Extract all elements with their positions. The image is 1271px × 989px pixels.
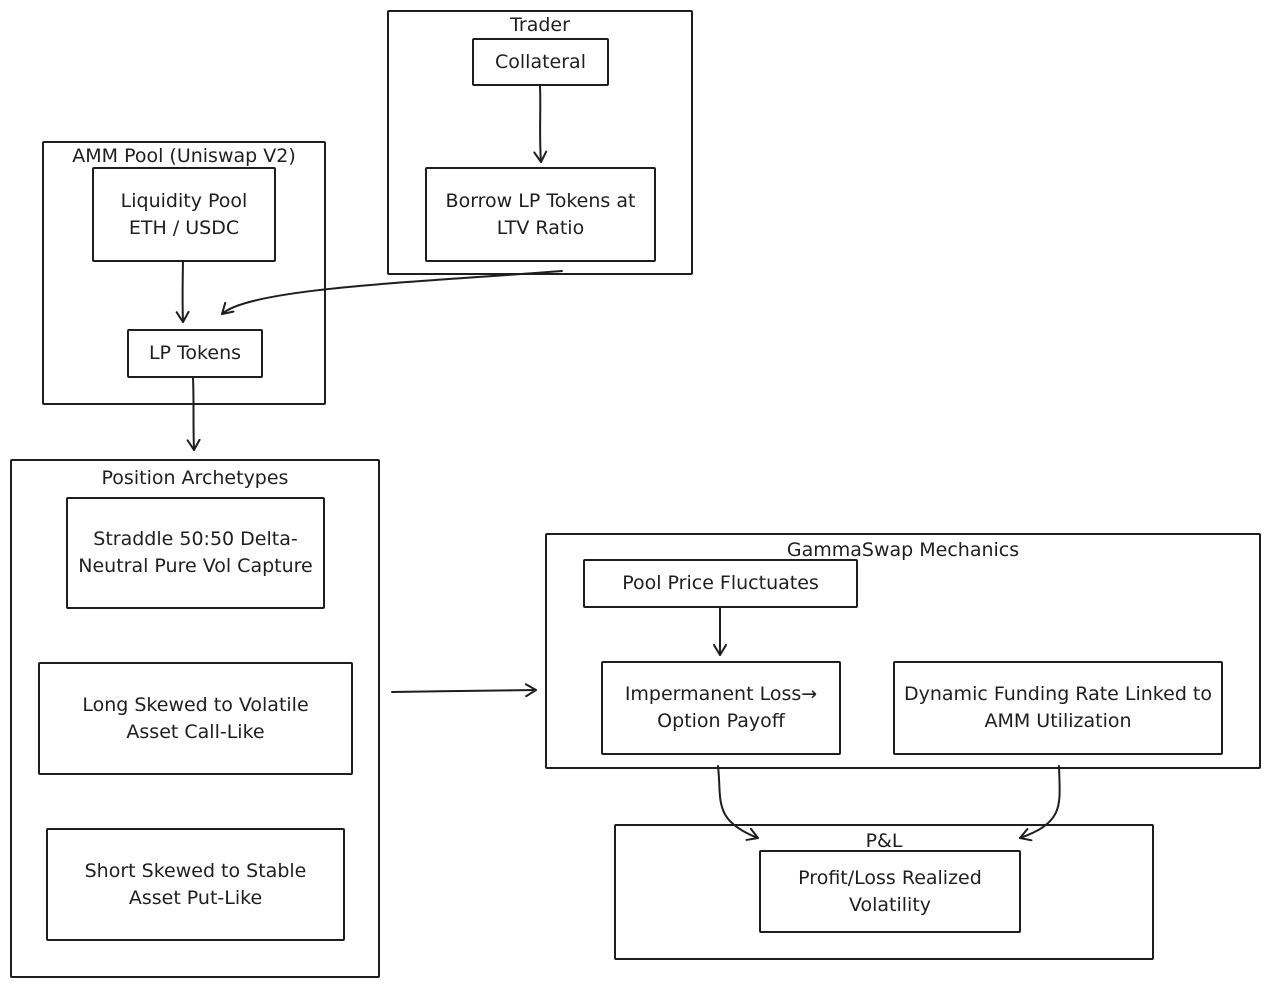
arrow-archetypes-to-mechanics	[391, 683, 537, 698]
node-short-label: Short Skewed to Stable Asset Put-Like	[84, 859, 307, 909]
group-pnl: P&L	[614, 824, 1154, 960]
group-title-amm-pool: AMM Pool (Uniswap V2)	[72, 145, 296, 167]
group-gammaswap-mechanics: GammaSwap Mechanics	[545, 533, 1261, 769]
arrow-borrow-to-lp-tokens	[221, 270, 563, 315]
arrow-collateral-to-borrow	[533, 85, 548, 163]
group-trader: Trader	[387, 10, 693, 275]
node-collateral-label: Collateral	[495, 50, 586, 73]
arrow-mechanics-to-pnl-right	[1019, 765, 1061, 842]
node-profit-loss-label: Profit/Loss Realized Volatility	[798, 866, 982, 916]
group-title-pnl: P&L	[865, 830, 903, 852]
node-borrow-lp-tokens: Borrow LP Tokens at LTV Ratio	[425, 167, 656, 262]
node-impermanent-label: Impermanent Loss→ Option Payoff	[624, 683, 818, 732]
group-position-archetypes: Position Archetypes	[10, 459, 380, 978]
node-short: Short Skewed to Stable Asset Put-Like	[46, 828, 345, 941]
node-price-label: Pool Price Fluctuates	[622, 572, 819, 594]
node-funding-rate: Dynamic Funding Rate Linked to AMM Utili…	[893, 661, 1223, 755]
arrow-mechanics-to-pnl-left	[717, 765, 759, 841]
node-long: Long Skewed to Volatile Asset Call-Like	[38, 662, 353, 775]
node-borrow-label: Borrow LP Tokens at LTV Ratio	[445, 189, 636, 239]
node-pool-price-fluctuates: Pool Price Fluctuates	[583, 559, 858, 608]
node-profit-loss: Profit/Loss Realized Volatility	[759, 850, 1021, 933]
node-lp-tokens: LP Tokens	[127, 329, 263, 378]
node-straddle-label: Straddle 50:50 Delta-Neutral Pure Vol Ca…	[78, 528, 313, 577]
node-straddle: Straddle 50:50 Delta-Neutral Pure Vol Ca…	[66, 497, 325, 609]
node-collateral: Collateral	[472, 38, 609, 86]
group-title-mechanics: GammaSwap Mechanics	[786, 539, 1020, 561]
node-impermanent-loss: Impermanent Loss→ Option Payoff	[601, 661, 841, 755]
group-title-trader: Trader	[510, 14, 570, 36]
node-liquidity-pool: Liquidity Pool ETH / USDC	[92, 167, 276, 262]
arrow-lp-tokens-to-archetypes	[186, 377, 201, 451]
node-lp-tokens-label: LP Tokens	[148, 342, 242, 364]
node-funding-label: Dynamic Funding Rate Linked to AMM Utili…	[904, 683, 1212, 732]
node-long-label: Long Skewed to Volatile Asset Call-Like	[82, 693, 309, 743]
group-title-archetypes: Position Archetypes	[101, 467, 289, 489]
group-amm-pool: AMM Pool (Uniswap V2)	[42, 141, 326, 405]
node-liquidity-pool-label: Liquidity Pool ETH / USDC	[120, 189, 248, 239]
